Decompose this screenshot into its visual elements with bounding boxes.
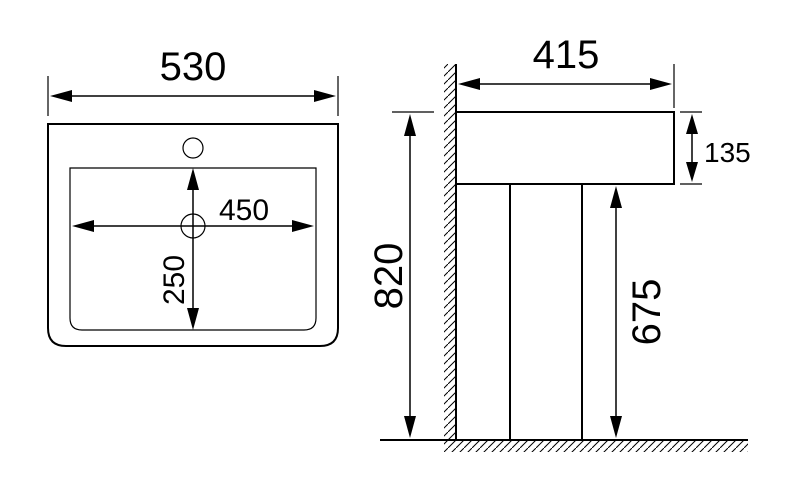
arrow-450-left — [72, 220, 94, 232]
dim-label-250: 250 — [158, 255, 191, 305]
arrow-250-bottom — [187, 308, 199, 330]
arrow-135-top — [686, 114, 698, 134]
arrow-415-right — [650, 78, 672, 90]
tap-hole — [182, 137, 204, 159]
arrow-675-bottom — [610, 416, 622, 438]
arrow-135-bottom — [686, 162, 698, 182]
bowl-inner-outline — [69, 167, 317, 331]
dim-label-530: 530 — [160, 45, 227, 89]
front-view: 530 450 250 — [47, 45, 339, 347]
dim-label-675: 675 — [625, 279, 669, 346]
arrow-530-right — [314, 90, 336, 102]
wall-hatch — [444, 64, 456, 440]
floor-hatch — [444, 440, 748, 452]
arrow-675-top — [610, 186, 622, 208]
arrow-530-left — [50, 90, 72, 102]
dim-label-450: 450 — [219, 194, 269, 227]
arrow-250-top — [187, 168, 199, 190]
arrow-820-bottom — [404, 416, 416, 438]
pedestal-side — [509, 184, 583, 440]
dim-label-135: 135 — [704, 137, 751, 168]
dim-label-820: 820 — [367, 243, 411, 310]
basin-side-block — [455, 111, 675, 185]
arrow-450-right — [292, 220, 314, 232]
basin-outline-front — [47, 123, 339, 347]
arrow-415-left — [458, 78, 480, 90]
dim-label-415: 415 — [533, 33, 600, 77]
arrow-820-top — [404, 114, 416, 136]
side-view: 415 135 820 675 — [367, 33, 751, 452]
